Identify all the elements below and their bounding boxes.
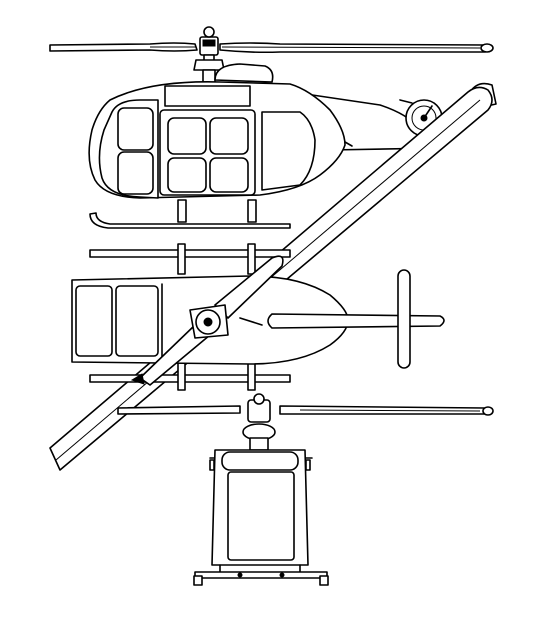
side-main-rotor (50, 27, 493, 84)
front-view (118, 394, 493, 585)
side-fuselage (89, 64, 352, 198)
front-fuselage (210, 450, 312, 565)
side-view (50, 27, 496, 228)
front-main-rotor (118, 394, 493, 450)
top-landing-skids (90, 244, 290, 390)
front-landing-skids (194, 565, 328, 585)
side-landing-skids (90, 200, 290, 228)
top-view (50, 87, 492, 470)
top-rotor-hub (132, 256, 283, 385)
